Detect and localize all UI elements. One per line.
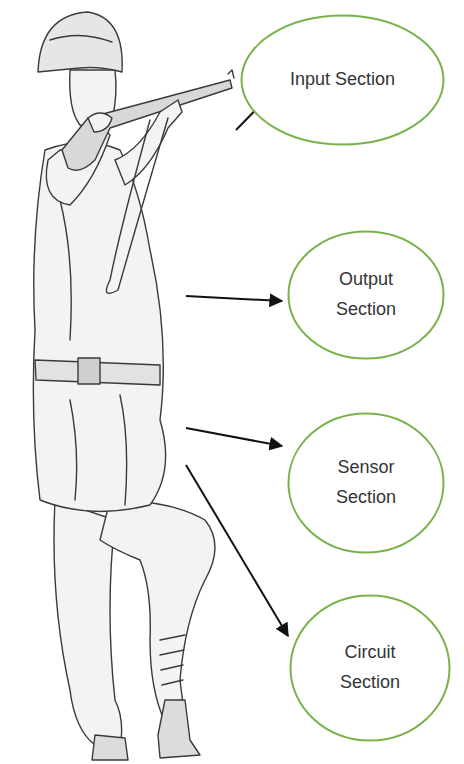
leader-arrow	[186, 296, 282, 301]
section-label: Output Section	[326, 265, 406, 324]
section-ellipse: Circuit Section	[289, 594, 451, 742]
leader-arrow	[186, 428, 282, 446]
ellipse-shape	[242, 16, 444, 145]
ellipse-outline	[287, 412, 445, 554]
soldier-sketch	[33, 12, 234, 760]
ellipse-outline	[289, 594, 451, 742]
section-label: Input Section	[290, 65, 395, 95]
section-label: Circuit Section	[330, 638, 410, 697]
leader-arrows	[186, 93, 288, 636]
ellipse-shape	[289, 414, 444, 553]
ellipse-shape	[289, 232, 444, 359]
section-label: Sensor Section	[326, 453, 406, 512]
section-ellipse: Output Section	[287, 230, 445, 360]
ellipse-shape	[291, 596, 450, 741]
ellipse-outline	[287, 230, 445, 360]
section-ellipse: Input Section	[240, 14, 445, 146]
section-ellipse: Sensor Section	[287, 412, 445, 554]
leader-arrow	[186, 465, 288, 636]
